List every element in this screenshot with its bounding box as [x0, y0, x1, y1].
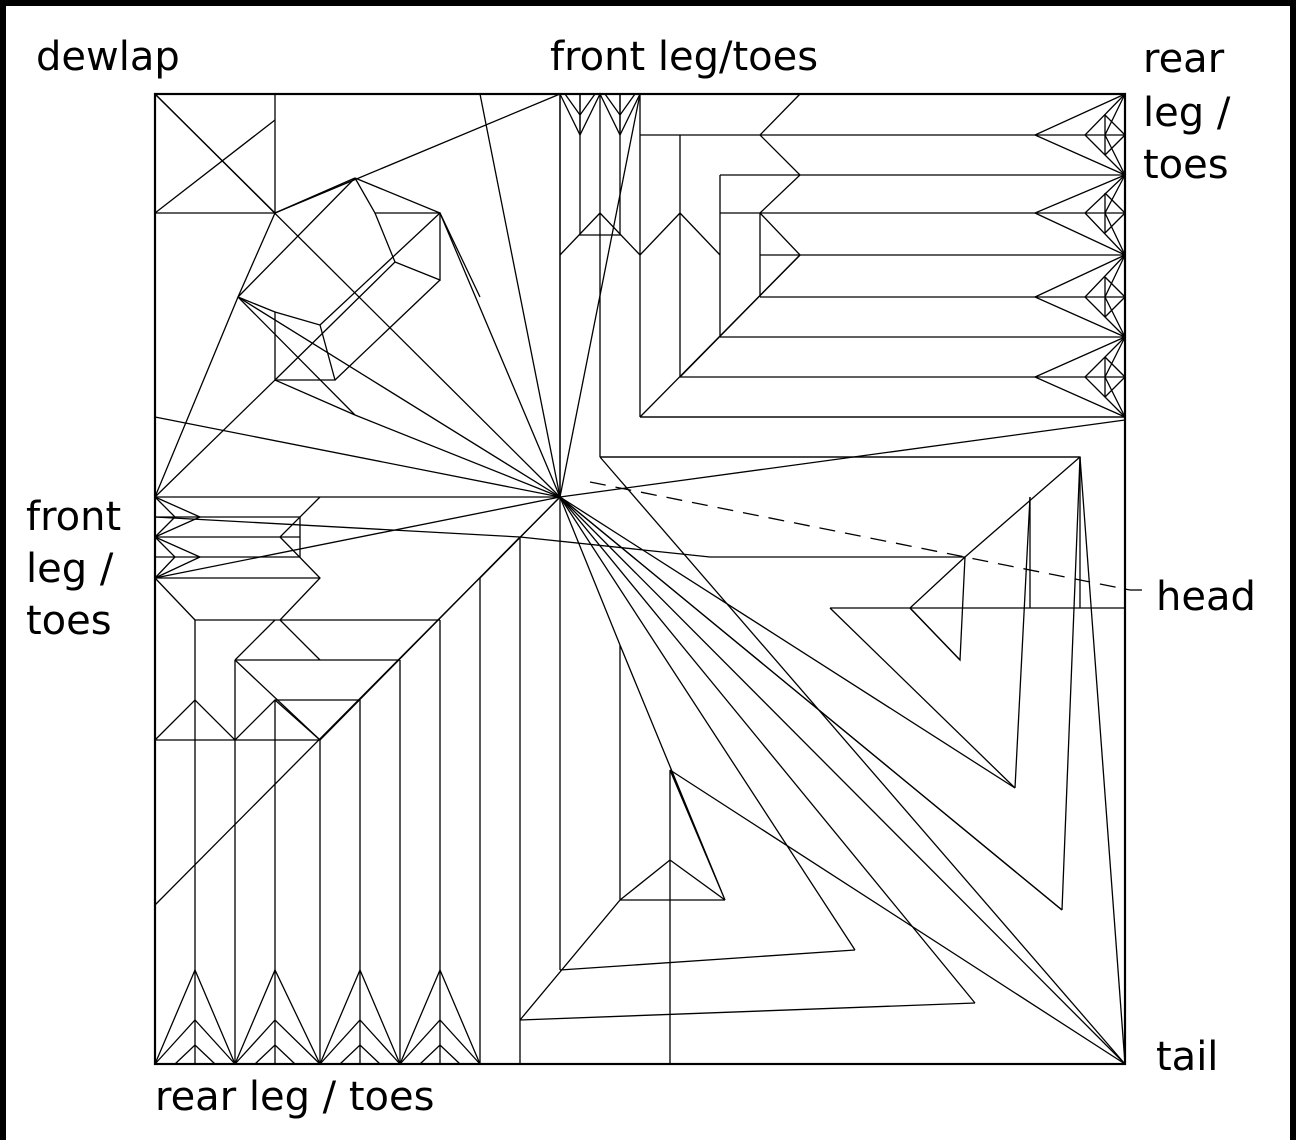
left-front-leg-region	[154, 496, 521, 1064]
head-tail-region	[479, 416, 1126, 1065]
label-top-right-rear-1: rear	[1143, 36, 1225, 82]
label-top-right-rear-2: leg /	[1143, 90, 1231, 136]
label-bottom-rear-leg: rear leg / toes	[155, 1074, 435, 1120]
head-pointer	[589, 481, 1142, 591]
label-dewlap: dewlap	[36, 34, 180, 80]
label-left-front-2: leg /	[26, 546, 114, 592]
label-top-right-rear-3: toes	[1143, 142, 1229, 188]
label-left-front-1: front	[26, 494, 122, 540]
label-head: head	[1156, 574, 1256, 620]
label-tail: tail	[1156, 1034, 1219, 1080]
dewlap-region	[154, 93, 561, 498]
top-right-rear-leg-region	[600, 93, 1126, 458]
label-left-front-3: toes	[26, 598, 112, 644]
bottom-left-rear-leg-region	[154, 968, 481, 1065]
top-front-leg-region	[559, 92, 721, 497]
label-top-front-leg: front leg/toes	[550, 34, 819, 80]
